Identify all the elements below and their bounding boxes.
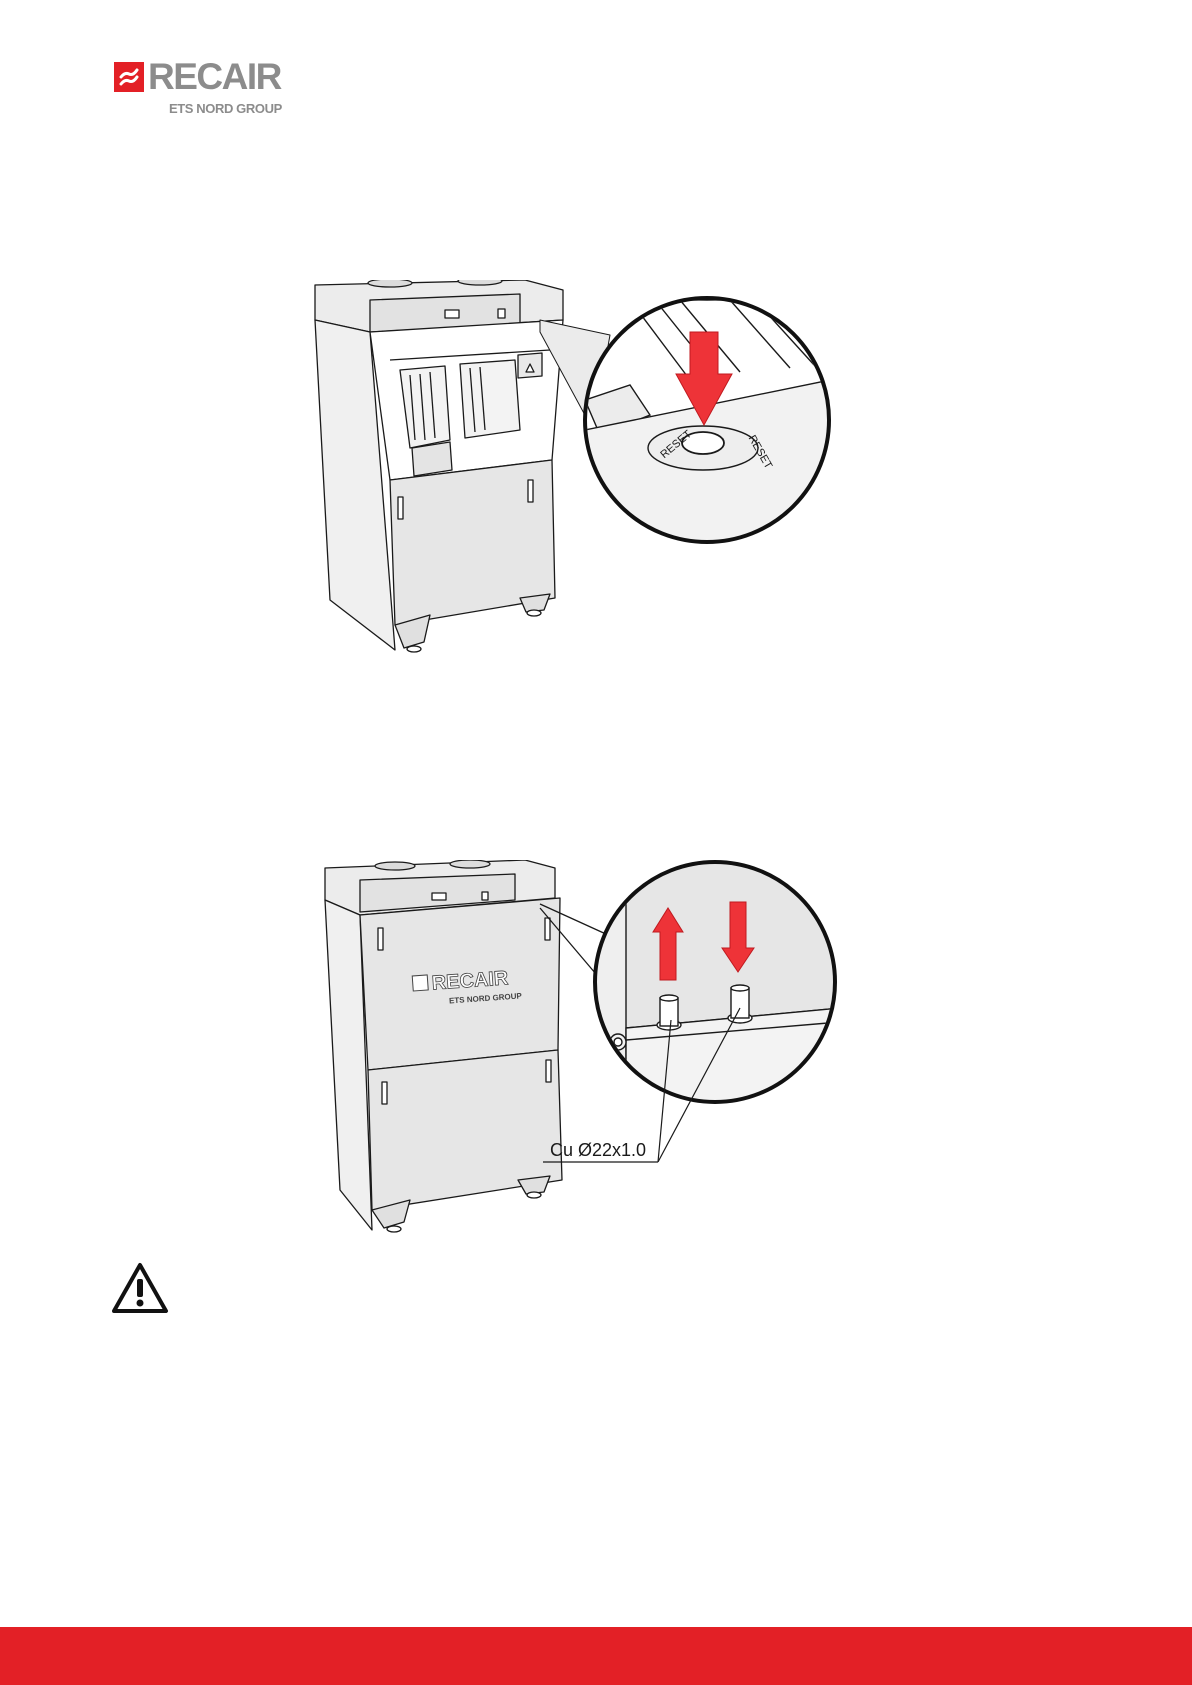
pipe-detail-circle: Cu Ø22x1.0 [543, 860, 850, 1162]
figure-pipe-connection: RECAIR ETS NORD GROUP Cu Ø22x1.0 [300, 860, 900, 1240]
recair-logo-mark-icon [114, 62, 144, 92]
pipe-callout-label: Cu Ø22x1.0 [550, 1140, 646, 1160]
reset-detail-circle: RESET RESET [580, 298, 860, 580]
footer-bar [0, 1627, 1192, 1685]
logo-wordmark: RECAIR [148, 58, 281, 95]
recair-logo: RECAIR ETS NORD GROUP [114, 61, 304, 119]
logo-subtitle: ETS NORD GROUP [169, 101, 282, 116]
figure-reset-button: RESET RESET [300, 280, 900, 680]
warning-triangle-icon [111, 1262, 169, 1314]
